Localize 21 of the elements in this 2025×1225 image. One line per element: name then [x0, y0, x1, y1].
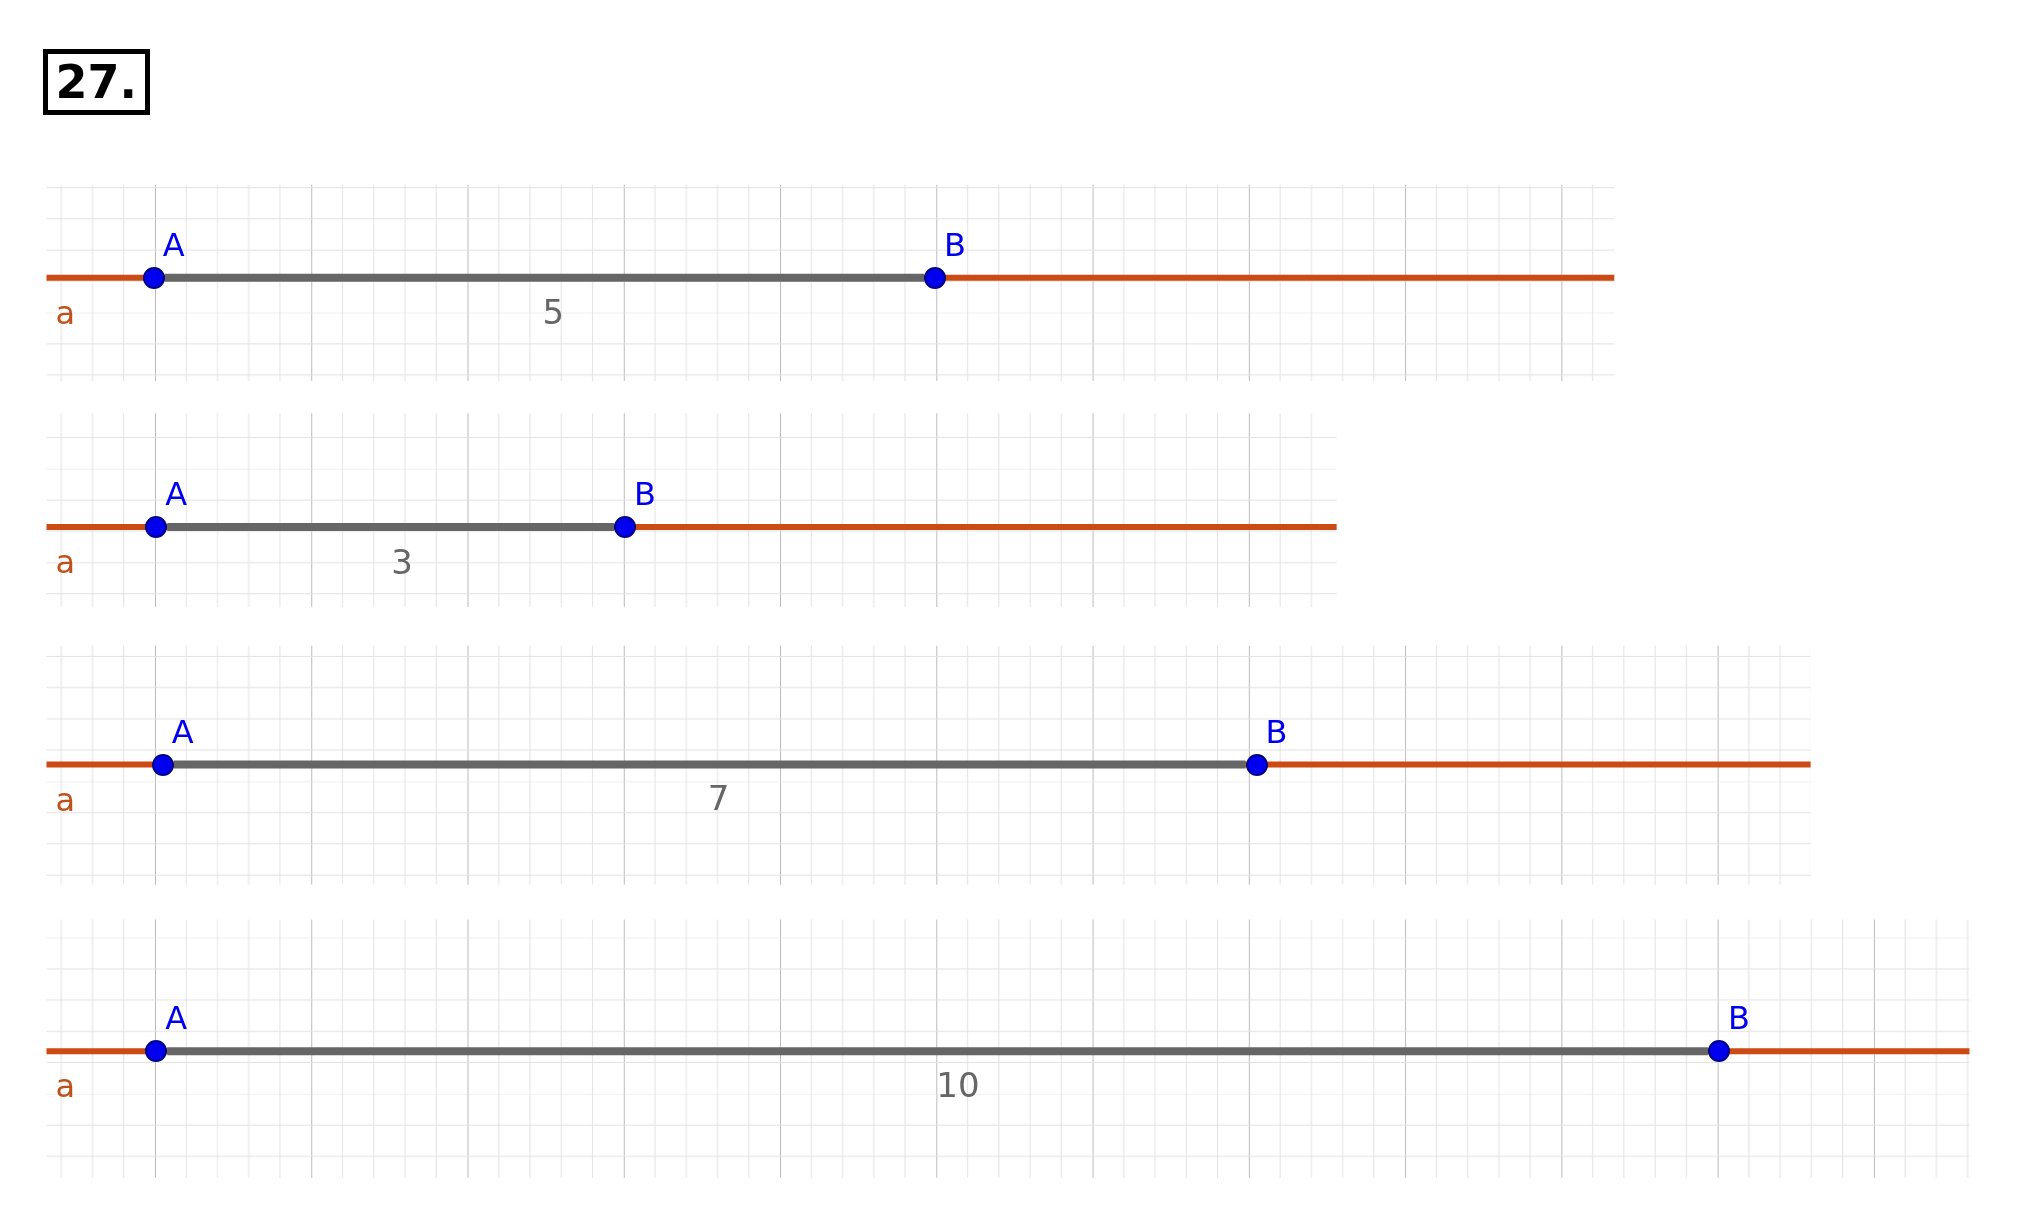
segment-length: 10 [936, 1066, 980, 1103]
task-number: 27. [42, 49, 151, 116]
point-label: B [634, 476, 656, 511]
line-name: a [55, 1069, 76, 1104]
line-name: a [55, 782, 76, 817]
line-name: a [55, 545, 76, 579]
line-segment [173, 760, 1246, 769]
segment-length: 3 [391, 543, 413, 580]
point-label: A [171, 714, 194, 749]
line-segment [167, 1047, 1708, 1056]
line-segment [164, 273, 924, 282]
point-label: B [1727, 1001, 1750, 1036]
line-name: a [55, 295, 76, 330]
point-label: B [1265, 714, 1288, 749]
point-label: A [165, 1001, 188, 1036]
line-segment [167, 522, 615, 531]
segment-length: 7 [707, 780, 730, 817]
point-label: A [165, 476, 188, 511]
segment-length: 5 [542, 294, 565, 331]
point-label: B [944, 227, 966, 262]
point-label: A [162, 227, 185, 262]
